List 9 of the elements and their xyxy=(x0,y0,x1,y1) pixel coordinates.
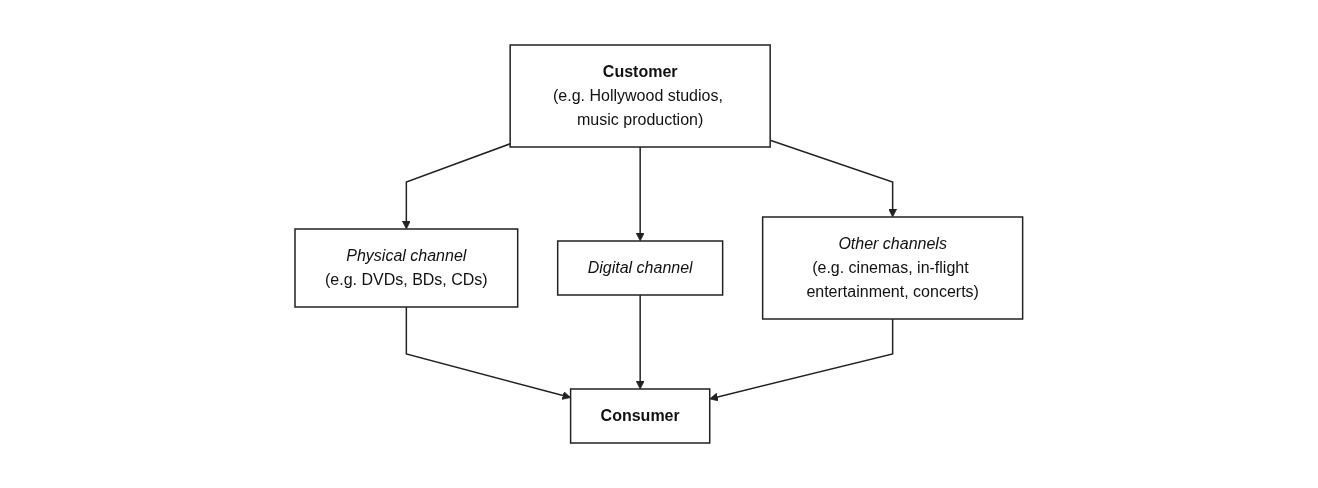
node-box: Other channels (e.g. cinemas, in-flight entertainment, concerts) xyxy=(762,216,1024,320)
node-box: Customer (e.g. Hollywood studios, music production) xyxy=(509,44,772,148)
arrow xyxy=(709,318,894,402)
node-box: Physical channel (e.g. DVDs, BDs, CDs) xyxy=(294,228,519,308)
arrow xyxy=(635,294,645,390)
node-box: Digital channel xyxy=(557,240,724,296)
arrow xyxy=(635,146,645,242)
node-box: Consumer xyxy=(570,388,711,444)
arrow xyxy=(402,143,512,230)
